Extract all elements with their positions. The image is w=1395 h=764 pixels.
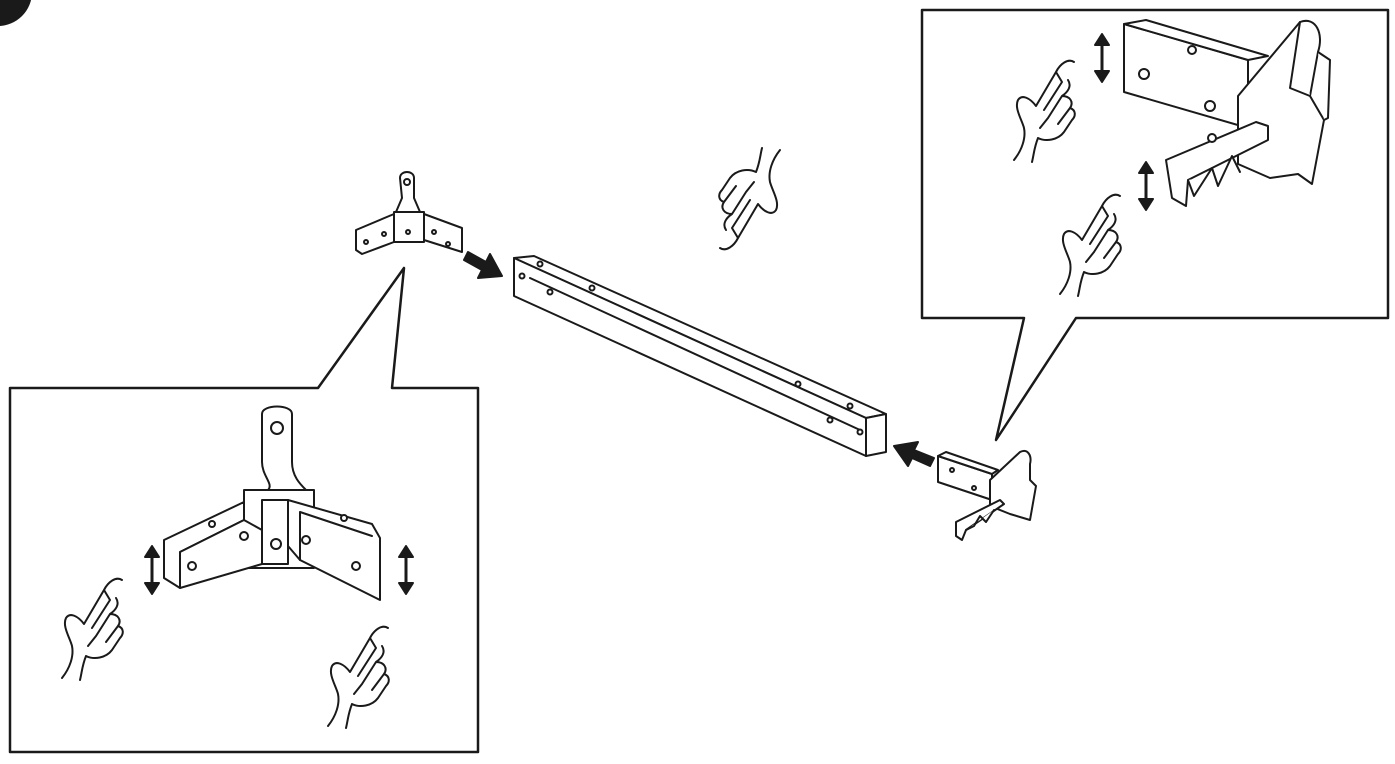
end-fitting <box>938 451 1036 540</box>
corner-bracket-enlarged <box>164 407 380 601</box>
pointing-hand-icon <box>718 147 781 251</box>
end-fitting-enlarged <box>1124 20 1330 206</box>
insert-arrow-left <box>464 252 502 278</box>
corner-bracket <box>356 172 462 254</box>
step-number-marker <box>0 0 32 26</box>
long-rail <box>514 256 886 456</box>
insert-arrow-right <box>894 442 934 466</box>
